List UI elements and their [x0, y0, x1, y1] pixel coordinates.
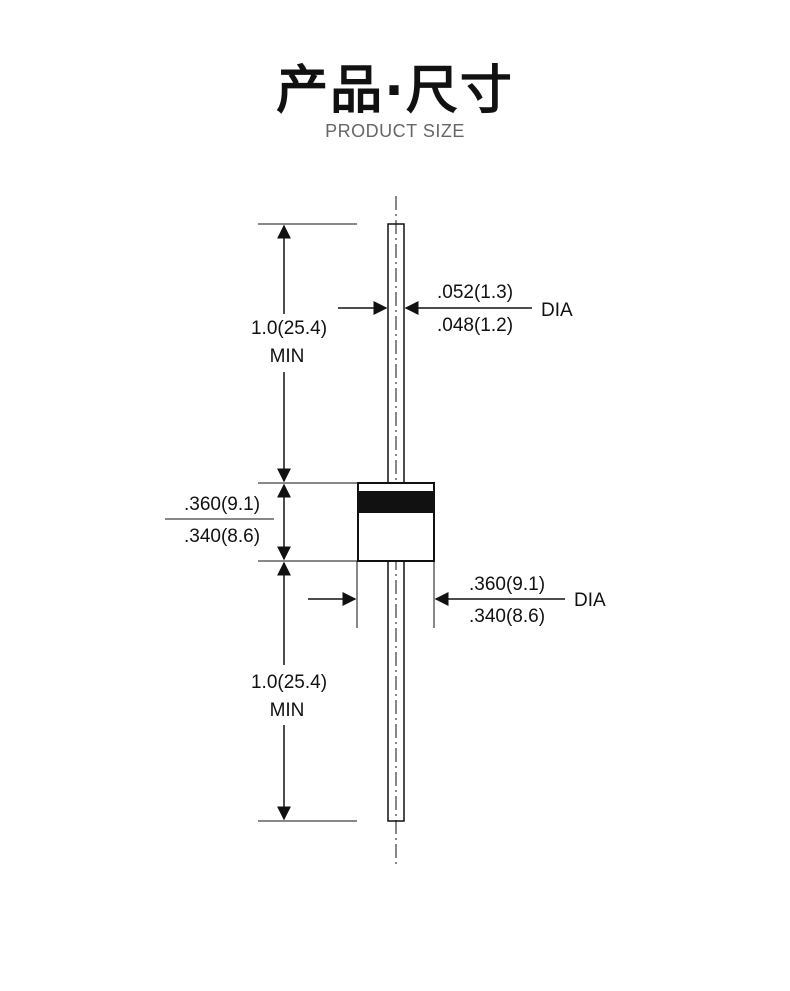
page-subtitle: PRODUCT SIZE: [325, 121, 465, 141]
lead-dia-min: .048(1.2): [437, 315, 513, 336]
top-lead-length-qualifier: MIN: [270, 346, 305, 367]
page-title: 产品·尺寸: [276, 61, 514, 121]
bottom-lead-length-label: 1.0(25.4): [251, 672, 327, 693]
lead-dia-suffix: DIA: [541, 300, 573, 321]
cathode-band: [358, 491, 434, 513]
lead-dia-max: .052(1.3): [437, 282, 513, 303]
body-dia-max: .360(9.1): [469, 574, 545, 595]
body-dia-suffix: DIA: [574, 590, 606, 611]
body-length-min: .340(8.6): [184, 526, 260, 547]
top-lead-length-label: 1.0(25.4): [251, 318, 327, 339]
body-dia-min: .340(8.6): [469, 606, 545, 627]
body-length-max: .360(9.1): [184, 494, 260, 515]
bottom-lead-length-qualifier: MIN: [270, 700, 305, 721]
